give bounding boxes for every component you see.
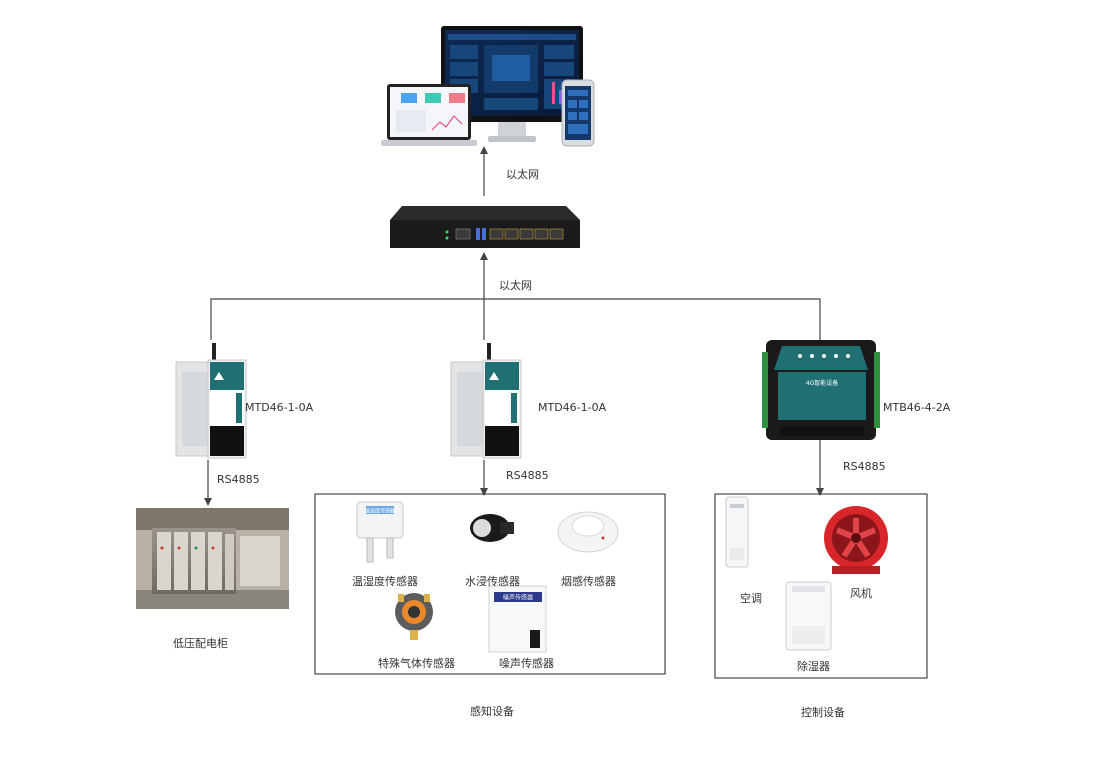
- ethernet-gateway: [390, 206, 580, 248]
- temperature-humidity-panel-text: 温湿度传感器: [365, 508, 395, 515]
- smoke-sensor-icon: [557, 511, 619, 553]
- laptop: [381, 84, 477, 146]
- sensing-devices-box: 温湿度传感器 噪声传感器: [314, 493, 666, 675]
- sensor-label-smoke: 烟感传感器: [561, 575, 616, 588]
- ethernet-label-bottom: 以太网: [499, 279, 532, 292]
- control-label-dehumidifier: 除湿器: [797, 660, 830, 673]
- sensor-label-temperature-humidity: 温湿度传感器: [352, 575, 418, 588]
- sensor-label-water-leak: 水浸传感器: [465, 575, 520, 588]
- temperature-humidity-sensor-icon: 温湿度传感器: [356, 501, 404, 563]
- control-devices-box: [714, 493, 928, 679]
- ethernet-label-top: 以太网: [506, 168, 539, 181]
- mtd-device-left: [175, 343, 247, 459]
- sensor-label-noise: 噪声传感器: [499, 657, 554, 670]
- device-label-left: MTD46-1-0A: [245, 401, 314, 414]
- cabinet-caption: 低压配电柜: [173, 637, 228, 650]
- monitoring-terminals: [381, 26, 595, 147]
- noise-sensor-icon: 噪声传感器: [488, 585, 547, 653]
- device-label-middle: MTD46-1-0A: [538, 401, 607, 414]
- control-label-air-conditioner: 空调: [740, 592, 762, 605]
- low-voltage-cabinet-photo: [136, 508, 289, 609]
- sensor-label-special-gas: 特殊气体传感器: [378, 657, 455, 670]
- mtd-device-middle: [450, 343, 522, 459]
- control-caption: 控制设备: [801, 706, 845, 719]
- smartphone: [561, 79, 595, 147]
- control-label-fan: 风机: [850, 587, 872, 600]
- rs-label-middle: RS4885: [506, 469, 549, 482]
- mtb-device-right: 4G智能设备: [762, 340, 880, 440]
- sensing-caption: 感知设备: [470, 705, 514, 718]
- ethernet-bus: [210, 298, 821, 340]
- noise-panel-text: 噪声传感器: [503, 594, 533, 602]
- device-label-right: MTB46-4-2A: [883, 401, 951, 414]
- rs-label-left: RS4885: [217, 473, 260, 486]
- water-leak-sensor-icon: [470, 514, 514, 542]
- right-device-screen-text: 4G智能设备: [806, 379, 838, 387]
- rs-label-right: RS4885: [843, 460, 886, 473]
- dehumidifier-icon: [785, 581, 832, 651]
- air-conditioner-icon: [725, 496, 749, 568]
- special-gas-sensor-icon: [395, 593, 433, 640]
- fan-icon: [824, 506, 888, 574]
- connectors: [204, 146, 824, 506]
